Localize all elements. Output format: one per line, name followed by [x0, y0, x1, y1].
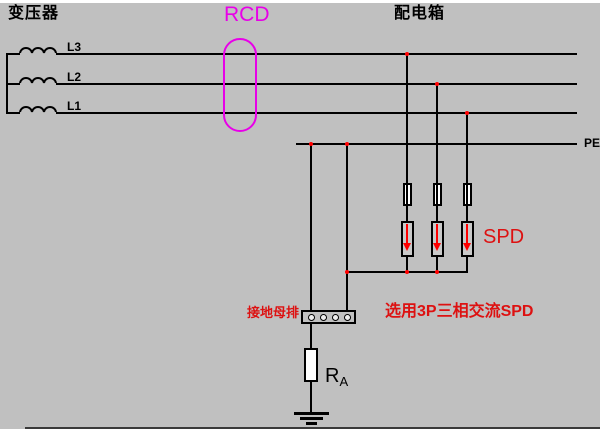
junction-dot [435, 82, 439, 86]
spd-arrowhead-icon [403, 243, 411, 251]
pe-drop-line-1 [310, 143, 312, 311]
spd-symbol-2 [431, 221, 444, 257]
spd-symbol-1 [401, 221, 414, 257]
busbar-terminal [320, 314, 327, 321]
spd-arrowhead-icon [463, 243, 471, 251]
spd-label: SPD [483, 227, 524, 247]
junction-dot [405, 52, 409, 56]
l1-line-stub [6, 112, 20, 114]
busbar-resistor-line [310, 324, 312, 348]
ground-bar-3 [306, 422, 317, 425]
spd-arrow-icon [436, 224, 438, 244]
l2-coil-icon [19, 77, 57, 84]
transformer-label: 变压器 [8, 5, 60, 22]
junction-dot [405, 270, 409, 274]
spd-selection-note: 选用3P三相交流SPD [385, 303, 534, 320]
busbar-terminal [332, 314, 339, 321]
junction-dot [345, 270, 349, 274]
rcd-ellipse [223, 38, 257, 132]
l1-drop-line [466, 112, 468, 273]
phase-l1-label: L1 [67, 99, 82, 113]
pe-label: PE [584, 136, 600, 150]
l1-coil-icon [19, 106, 57, 113]
spd-symbol-3 [461, 221, 474, 257]
l2-line [56, 83, 577, 85]
l3-line [56, 53, 577, 55]
resistor-label: RA [325, 366, 348, 388]
busbar-terminal [344, 314, 351, 321]
junction-dot [435, 270, 439, 274]
busbar-terminal [308, 314, 315, 321]
resistor-label-sub: A [339, 374, 349, 389]
l3-drop-line [406, 53, 408, 273]
spd-arrow-icon [406, 224, 408, 244]
l2-line-stub [6, 83, 20, 85]
grounding-busbar [301, 310, 356, 324]
pe-drop-line-2 [346, 143, 348, 311]
grounding-busbar-label: 接地母排 [247, 305, 300, 320]
l1-line [56, 112, 577, 114]
l3-coil-icon [19, 47, 57, 54]
top-border [0, 0, 600, 3]
resistor-symbol [304, 348, 318, 382]
rcd-label: RCD [224, 3, 270, 26]
bottom-border [25, 427, 600, 429]
junction-dot [345, 142, 349, 146]
ground-bar-2 [300, 417, 323, 420]
l3-line-stub [6, 53, 20, 55]
phase-l3-label: L3 [67, 40, 82, 54]
resistor-ground-line [310, 382, 312, 413]
junction-dot [465, 111, 469, 115]
resistor-label-main: R [325, 365, 340, 387]
spd-arrow-icon [466, 224, 468, 244]
spd-arrowhead-icon [433, 243, 441, 251]
spd-label-text: SPD [483, 226, 525, 248]
ground-bar-1 [294, 412, 329, 415]
l2-drop-line [436, 83, 438, 273]
junction-dot [309, 142, 313, 146]
phase-l2-label: L2 [67, 70, 82, 84]
distribution-box-label: 配电箱 [394, 5, 446, 22]
